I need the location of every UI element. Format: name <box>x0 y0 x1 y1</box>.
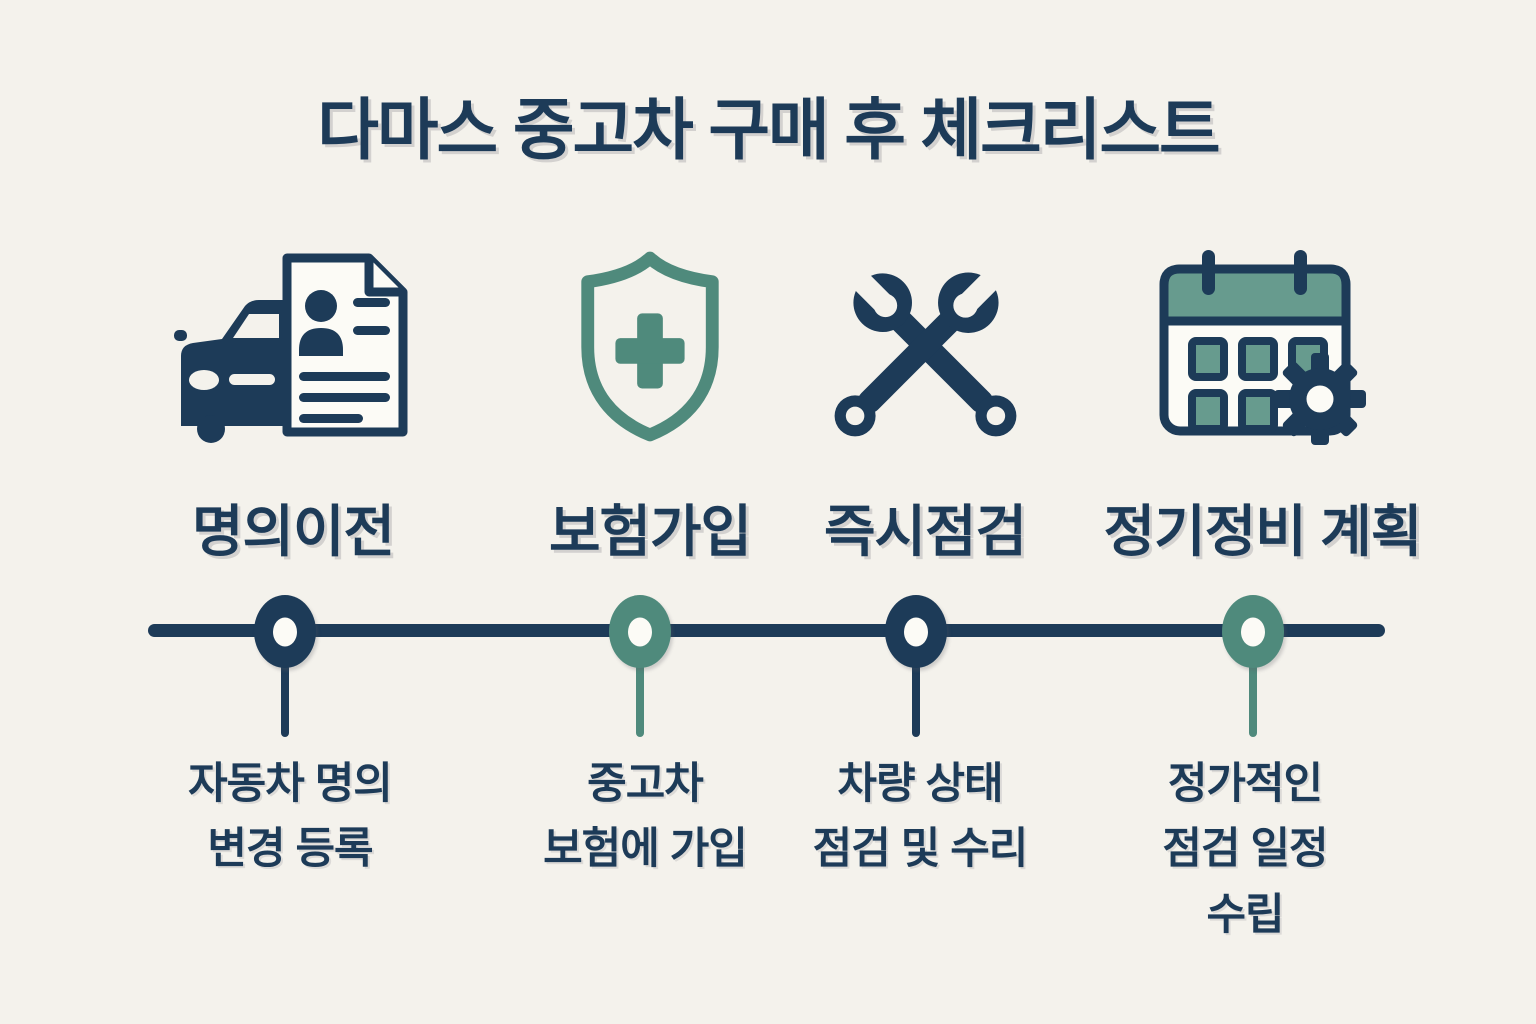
step-desc-title-transfer: 자동차 명의 변경 등록 <box>90 752 490 883</box>
step-desc-inspection: 차량 상태 점검 및 수리 <box>720 752 1120 883</box>
timeline-node-3 <box>885 595 947 668</box>
step-label-maintenance-plan: 정기정비 계획 <box>1103 500 1423 563</box>
step-label-title-transfer: 명의이전 <box>191 500 395 563</box>
step-desc-maintenance-plan: 정가적인 점검 일정 수립 <box>1045 752 1445 948</box>
timeline-node-4 <box>1222 595 1284 668</box>
step-column-insurance: 보험가입 <box>480 238 820 568</box>
car-document-icon <box>123 238 463 453</box>
crossed-wrenches-icon <box>755 238 1095 453</box>
desc-line: 변경 등록 <box>207 825 373 874</box>
timeline-stem-1 <box>281 664 289 737</box>
timeline-node-1 <box>254 595 316 668</box>
step-column-inspection: 즉시점검 <box>755 238 1095 568</box>
desc-line: 보험에 가입 <box>543 825 748 874</box>
desc-line: 중고차 <box>587 760 704 808</box>
timeline-stem-2 <box>636 664 644 737</box>
timeline-stem-4 <box>1249 664 1257 737</box>
step-desc-insurance: 중고차 보험에 가입 <box>445 752 845 883</box>
desc-line: 점검 일정 <box>1162 825 1328 874</box>
page-title: 다마스 중고차 구매 후 체크리스트 <box>317 93 1220 168</box>
step-label-insurance: 보험가입 <box>548 500 752 563</box>
desc-line: 차량 상태 <box>837 760 1003 808</box>
step-column-title-transfer: 명의이전 <box>123 238 463 568</box>
shield-cross-icon <box>480 238 820 453</box>
desc-line: 자동차 명의 <box>188 760 393 808</box>
desc-line: 수립 <box>1206 890 1284 939</box>
calendar-gear-icon <box>1055 238 1470 453</box>
step-column-maintenance-plan: 정기정비 계획 <box>1055 238 1470 568</box>
timeline-line <box>148 624 1385 637</box>
timeline-stem-3 <box>912 664 920 737</box>
desc-line: 정가적인 <box>1167 760 1323 808</box>
desc-line: 점검 및 수리 <box>812 825 1029 874</box>
step-label-inspection: 즉시점검 <box>823 500 1027 563</box>
timeline-node-2 <box>609 595 671 668</box>
